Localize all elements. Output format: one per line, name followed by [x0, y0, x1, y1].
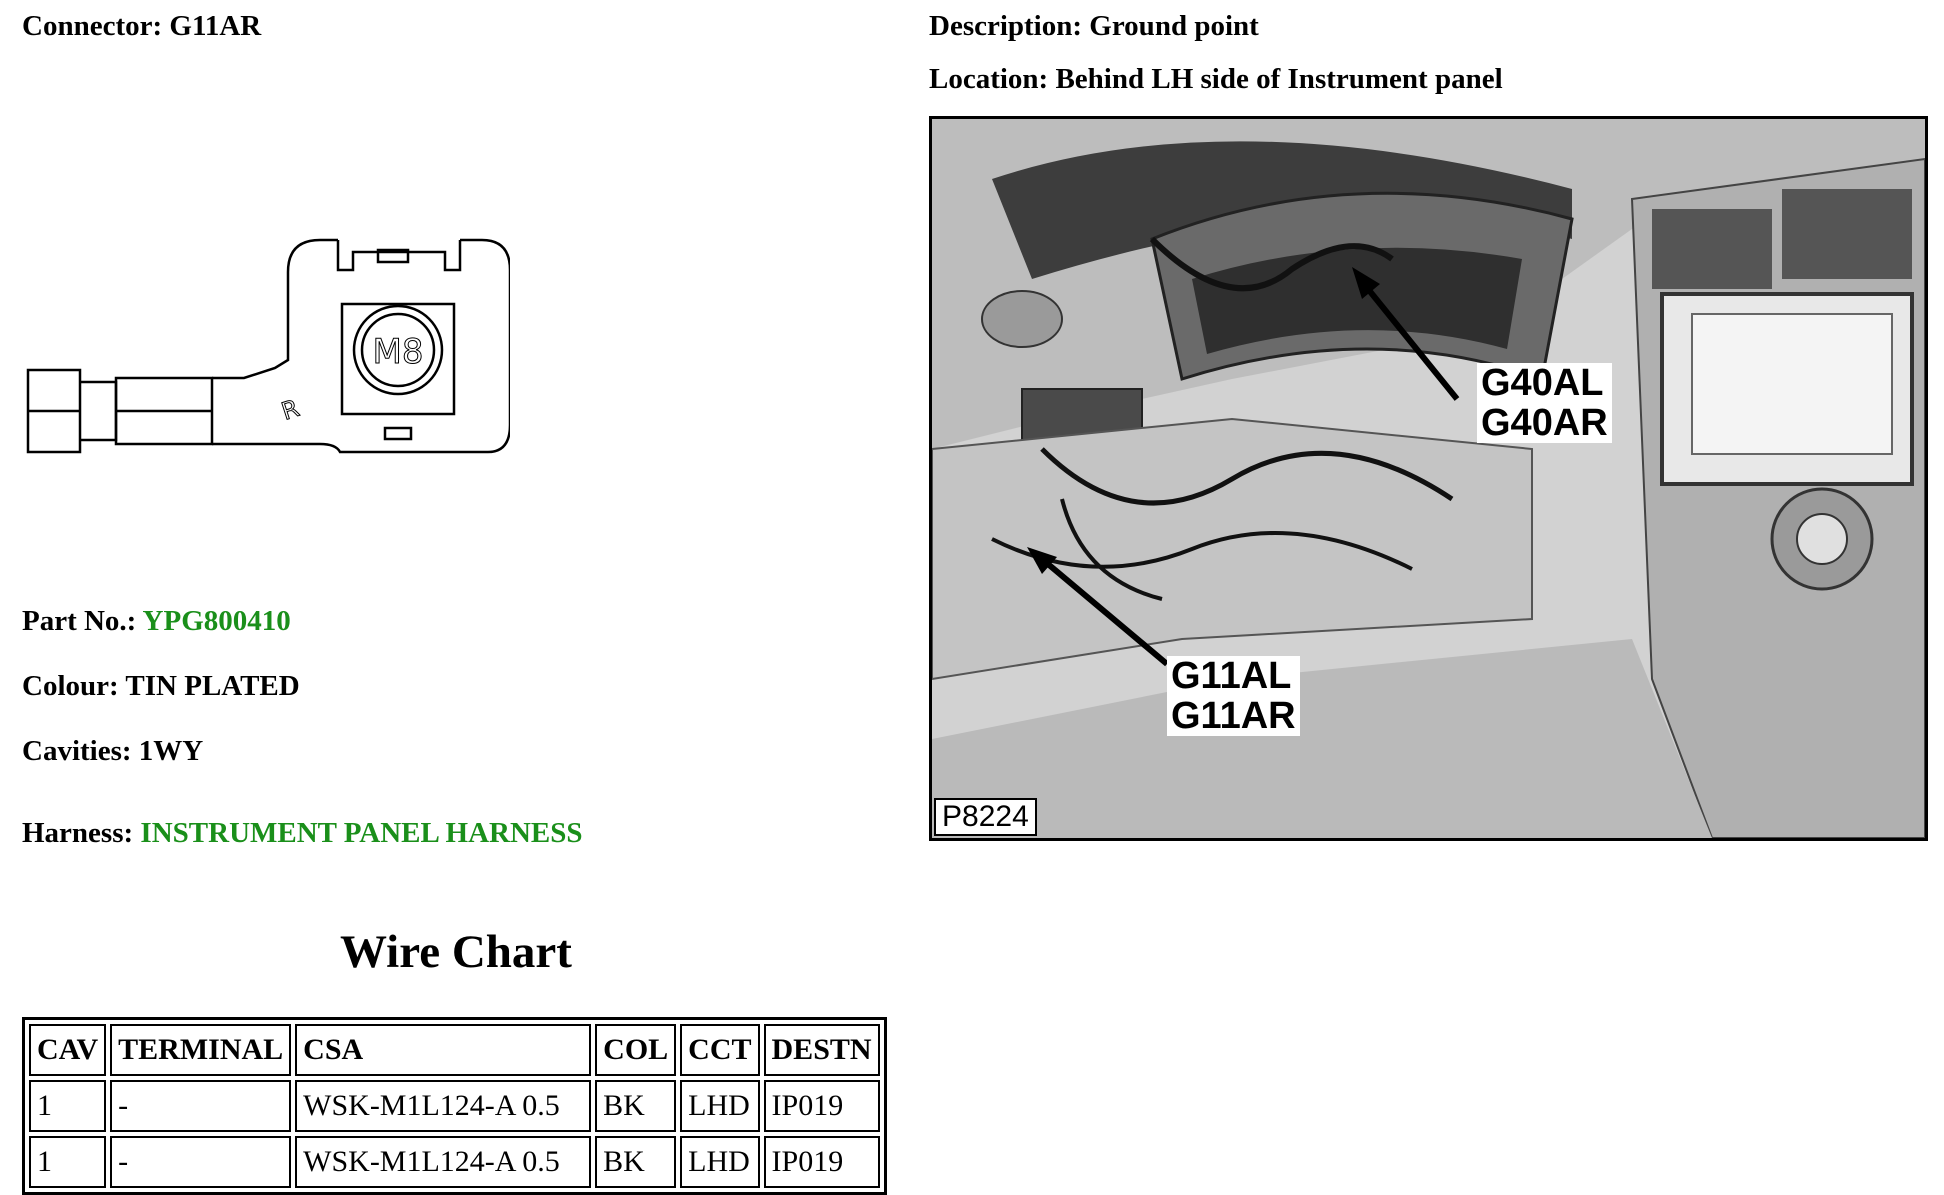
header-cct: CCT — [680, 1024, 760, 1076]
cavities-value: 1WY — [138, 735, 204, 767]
terminal-mark: R — [278, 394, 303, 426]
location-value: Behind LH side of Instrument panel — [1055, 63, 1503, 95]
part-line: Part No.: YPG800410 — [22, 605, 291, 638]
cell-cct: LHD — [680, 1080, 760, 1132]
part-number-link[interactable]: YPG800410 — [142, 605, 291, 637]
cell-cav: 1 — [29, 1136, 107, 1188]
cell-terminal: - — [110, 1136, 292, 1188]
part-label: Part No.: — [22, 605, 137, 637]
harness-label: Harness: — [22, 817, 134, 849]
cell-destn: IP019 — [763, 1080, 880, 1132]
connector-label: Connector: — [22, 10, 163, 42]
cell-terminal: - — [110, 1080, 292, 1132]
cavities-line: Cavities: 1WY — [22, 735, 203, 768]
connector-drawing: M8 R — [26, 238, 510, 454]
connector-value: G11AR — [169, 10, 262, 42]
cell-destn: IP019 — [763, 1136, 880, 1188]
header-col: COL — [595, 1024, 677, 1076]
wire-chart-title: Wire Chart — [340, 926, 572, 978]
cell-col: BK — [595, 1136, 677, 1188]
bolt-label: M8 — [373, 332, 424, 372]
cavities-label: Cavities: — [22, 735, 132, 767]
cell-cct: LHD — [680, 1136, 760, 1188]
description-label: Description: — [929, 10, 1083, 42]
table-row: 1 - WSK-M1L124-A 0.5 BK LHD IP019 — [29, 1080, 880, 1132]
header-destn: DESTN — [763, 1024, 880, 1076]
wire-chart-table: CAV TERMINAL CSA COL CCT DESTN 1 - WSK-M… — [22, 1017, 887, 1195]
description-line: Description: Ground point — [929, 10, 1259, 43]
dashboard-illustration — [932, 119, 1925, 838]
table-header-row: CAV TERMINAL CSA COL CCT DESTN — [29, 1024, 880, 1076]
callout-lower-line-2: G11AR — [1171, 695, 1296, 737]
callout-lower-line-1: G11AL — [1171, 655, 1292, 697]
colour-value: TIN PLATED — [125, 670, 300, 702]
harness-link[interactable]: INSTRUMENT PANEL HARNESS — [140, 817, 583, 849]
cell-csa: WSK-M1L124-A 0.5 — [295, 1136, 592, 1188]
cell-col: BK — [595, 1080, 677, 1132]
location-photo: G40AL G40AR G11AL G11AR P8224 — [929, 116, 1928, 841]
connector-line: Connector: G11AR — [22, 10, 261, 43]
cell-cav: 1 — [29, 1080, 107, 1132]
callout-upper-line-1: G40AL — [1481, 362, 1604, 404]
callout-lower: G11AL G11AR — [1167, 656, 1300, 736]
cell-csa: WSK-M1L124-A 0.5 — [295, 1080, 592, 1132]
header-terminal: TERMINAL — [110, 1024, 292, 1076]
callout-upper: G40AL G40AR — [1477, 363, 1612, 443]
colour-label: Colour: — [22, 670, 119, 702]
location-label: Location: — [929, 63, 1049, 95]
location-line: Location: Behind LH side of Instrument p… — [929, 63, 1503, 96]
photo-reference: P8224 — [934, 798, 1037, 836]
description-value: Ground point — [1089, 10, 1259, 42]
header-csa: CSA — [295, 1024, 592, 1076]
callout-upper-line-2: G40AR — [1481, 402, 1608, 444]
harness-line: Harness: INSTRUMENT PANEL HARNESS — [22, 817, 583, 850]
colour-line: Colour: TIN PLATED — [22, 670, 300, 703]
header-cav: CAV — [29, 1024, 107, 1076]
table-row: 1 - WSK-M1L124-A 0.5 BK LHD IP019 — [29, 1136, 880, 1188]
